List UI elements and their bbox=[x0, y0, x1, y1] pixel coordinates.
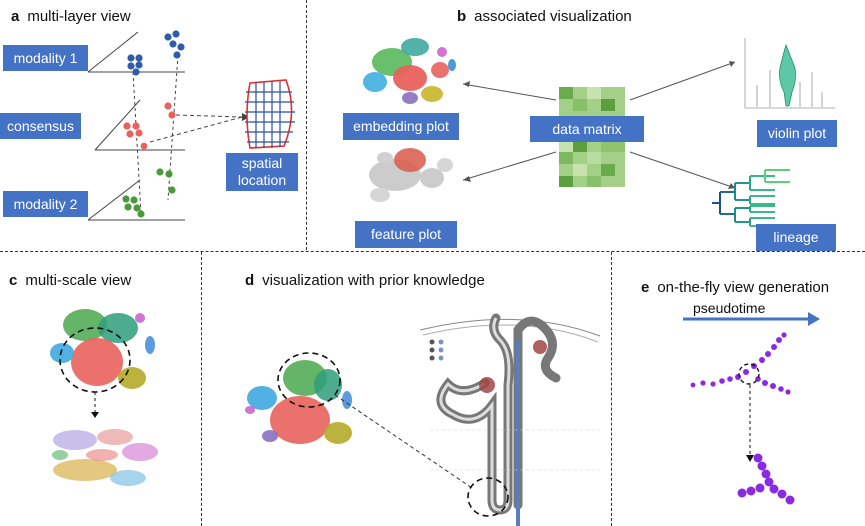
modality2-dots bbox=[122, 168, 176, 218]
spatial-grid bbox=[245, 79, 295, 149]
feature-plot-box: feature plot bbox=[355, 221, 457, 248]
vertical-divider-de bbox=[611, 252, 612, 526]
modality2-box: modality 2 bbox=[3, 191, 88, 217]
vertical-divider-cd bbox=[201, 252, 202, 526]
lineage-tree bbox=[712, 169, 790, 227]
panel-c-diagram bbox=[50, 309, 158, 486]
multi-scale-bottom-clusters bbox=[52, 429, 158, 486]
panel-a-diagram bbox=[87, 30, 295, 221]
horizontal-divider bbox=[0, 251, 865, 252]
multi-scale-top-clusters bbox=[50, 309, 155, 389]
pseudotime-label: pseudotime bbox=[693, 300, 766, 316]
embedding-plot-clusters bbox=[363, 38, 456, 104]
data-matrix-box: data matrix bbox=[530, 116, 644, 142]
lineage-box: lineage bbox=[756, 224, 836, 251]
pseudotime-arrow-icon bbox=[808, 312, 820, 326]
nephron-diagram bbox=[419, 313, 601, 526]
prior-knowledge-clusters bbox=[245, 360, 352, 444]
vertical-divider-ab bbox=[306, 0, 307, 250]
violin-plot-box: violin plot bbox=[757, 120, 837, 147]
data-matrix-heatmap bbox=[559, 87, 625, 187]
pseudotime-trajectory-top bbox=[690, 332, 791, 395]
spatial-label-line1: spatial bbox=[241, 155, 283, 171]
panel-b-diagram bbox=[363, 38, 835, 227]
pseudotime-trajectory-bottom bbox=[737, 453, 795, 505]
spatial-label-line2: location bbox=[237, 172, 287, 188]
violin-plot bbox=[744, 38, 835, 109]
modality1-box: modality 1 bbox=[3, 45, 88, 71]
spatial-location-box: spatial location bbox=[226, 153, 298, 191]
consensus-box: consensus bbox=[0, 113, 81, 139]
consensus-dots bbox=[123, 102, 176, 150]
embedding-plot-box: embedding plot bbox=[343, 113, 459, 140]
modality1-dots bbox=[127, 30, 185, 76]
panel-d-diagram bbox=[245, 313, 601, 526]
feature-plot-clusters bbox=[369, 148, 453, 202]
